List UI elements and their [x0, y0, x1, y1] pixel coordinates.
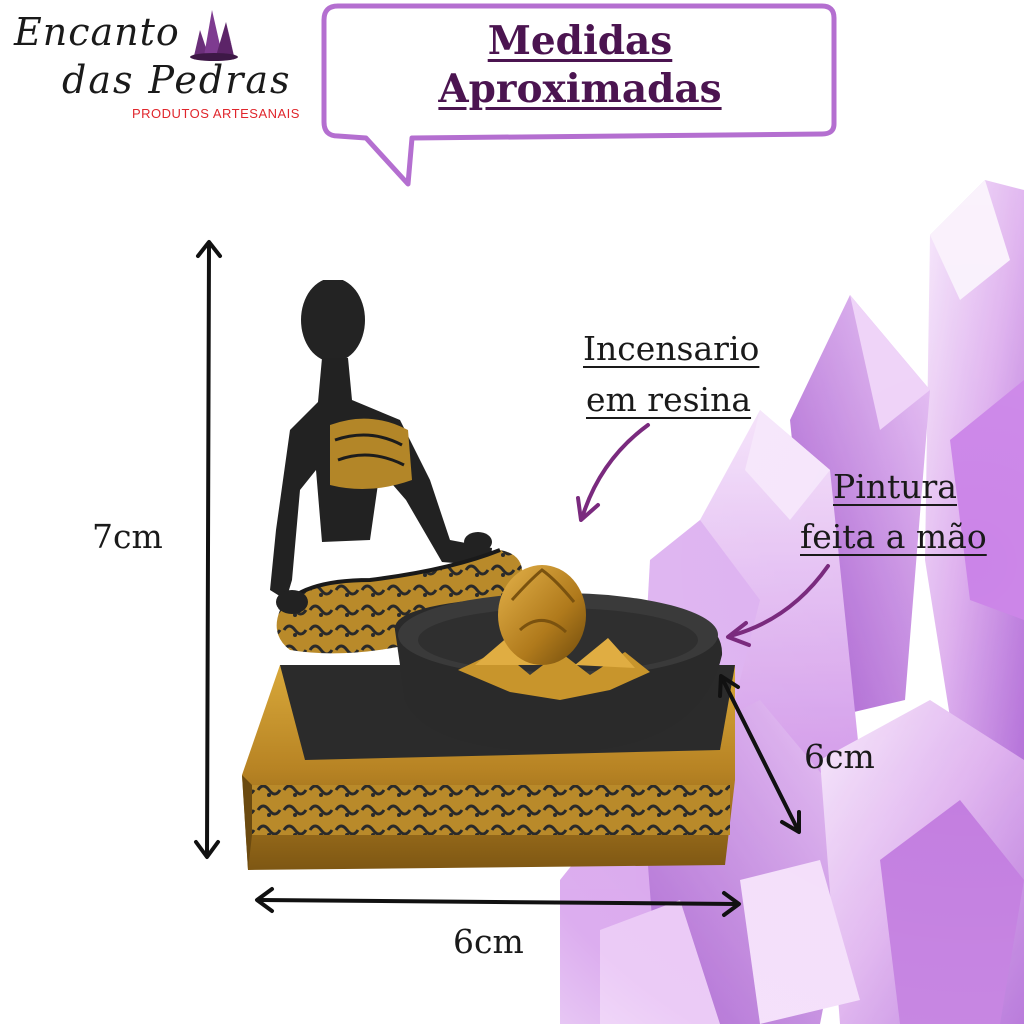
paint-callout-line1: Pintura	[833, 467, 957, 506]
curved-arrow-icon	[576, 423, 650, 522]
brand-tagline: PRODUTOS ARTESANAIS	[132, 106, 300, 121]
height-label: 7cm	[92, 517, 163, 556]
material-callout-line2: em resina	[586, 380, 752, 419]
curved-arrow-icon	[726, 564, 830, 647]
width-label: 6cm	[453, 922, 524, 961]
headline-line1: Medidas	[487, 18, 673, 64]
headline-line2: Aproximadas	[438, 66, 722, 112]
depth-label: 6cm	[804, 737, 875, 776]
speech-bubble	[321, 3, 837, 187]
brand-name-line2: das Pedras	[62, 58, 292, 102]
paint-callout-line2: feita a mão	[800, 517, 987, 556]
yoga-figure-incense-holder	[242, 280, 735, 870]
material-callout-line1: Incensario	[583, 329, 760, 368]
width-double-arrow-icon	[255, 887, 741, 917]
amethyst-cluster-icon	[190, 10, 238, 61]
brand-name-line1: Encanto	[14, 10, 180, 54]
depth-double-arrow-icon	[718, 674, 801, 834]
height-double-arrow-icon	[194, 240, 222, 859]
